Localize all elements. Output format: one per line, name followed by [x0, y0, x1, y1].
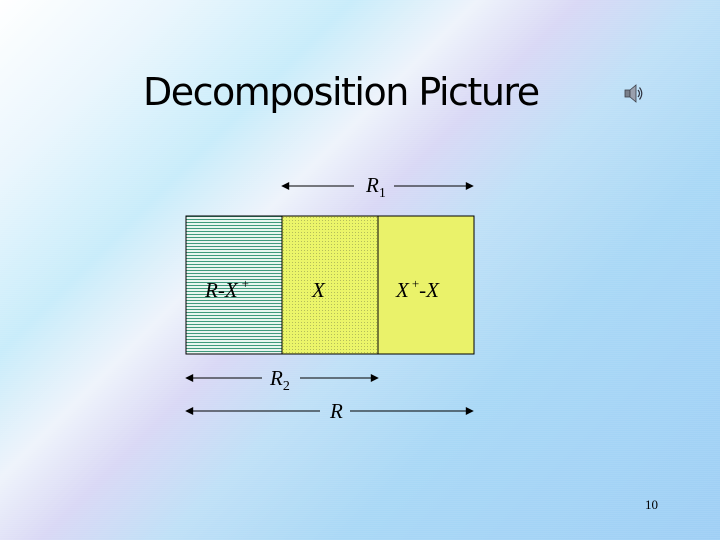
- region-label-1: R-X+: [204, 276, 249, 302]
- span-label-r1: R1: [365, 173, 386, 201]
- region-r-minus-xplus: [186, 216, 282, 354]
- span-label-r: R: [329, 399, 343, 423]
- speaker-icon[interactable]: [622, 82, 644, 104]
- page-number: 10: [645, 497, 658, 512]
- region-xplus-minus-x: [378, 216, 474, 354]
- region-x: [282, 216, 378, 354]
- diagram-outline: [185, 215, 475, 355]
- region-label-2: X: [311, 278, 326, 302]
- slide-title: Decomposition Picture: [143, 70, 540, 114]
- region-label-3: X+-X: [395, 276, 440, 302]
- span-label-r2: R2: [269, 366, 290, 394]
